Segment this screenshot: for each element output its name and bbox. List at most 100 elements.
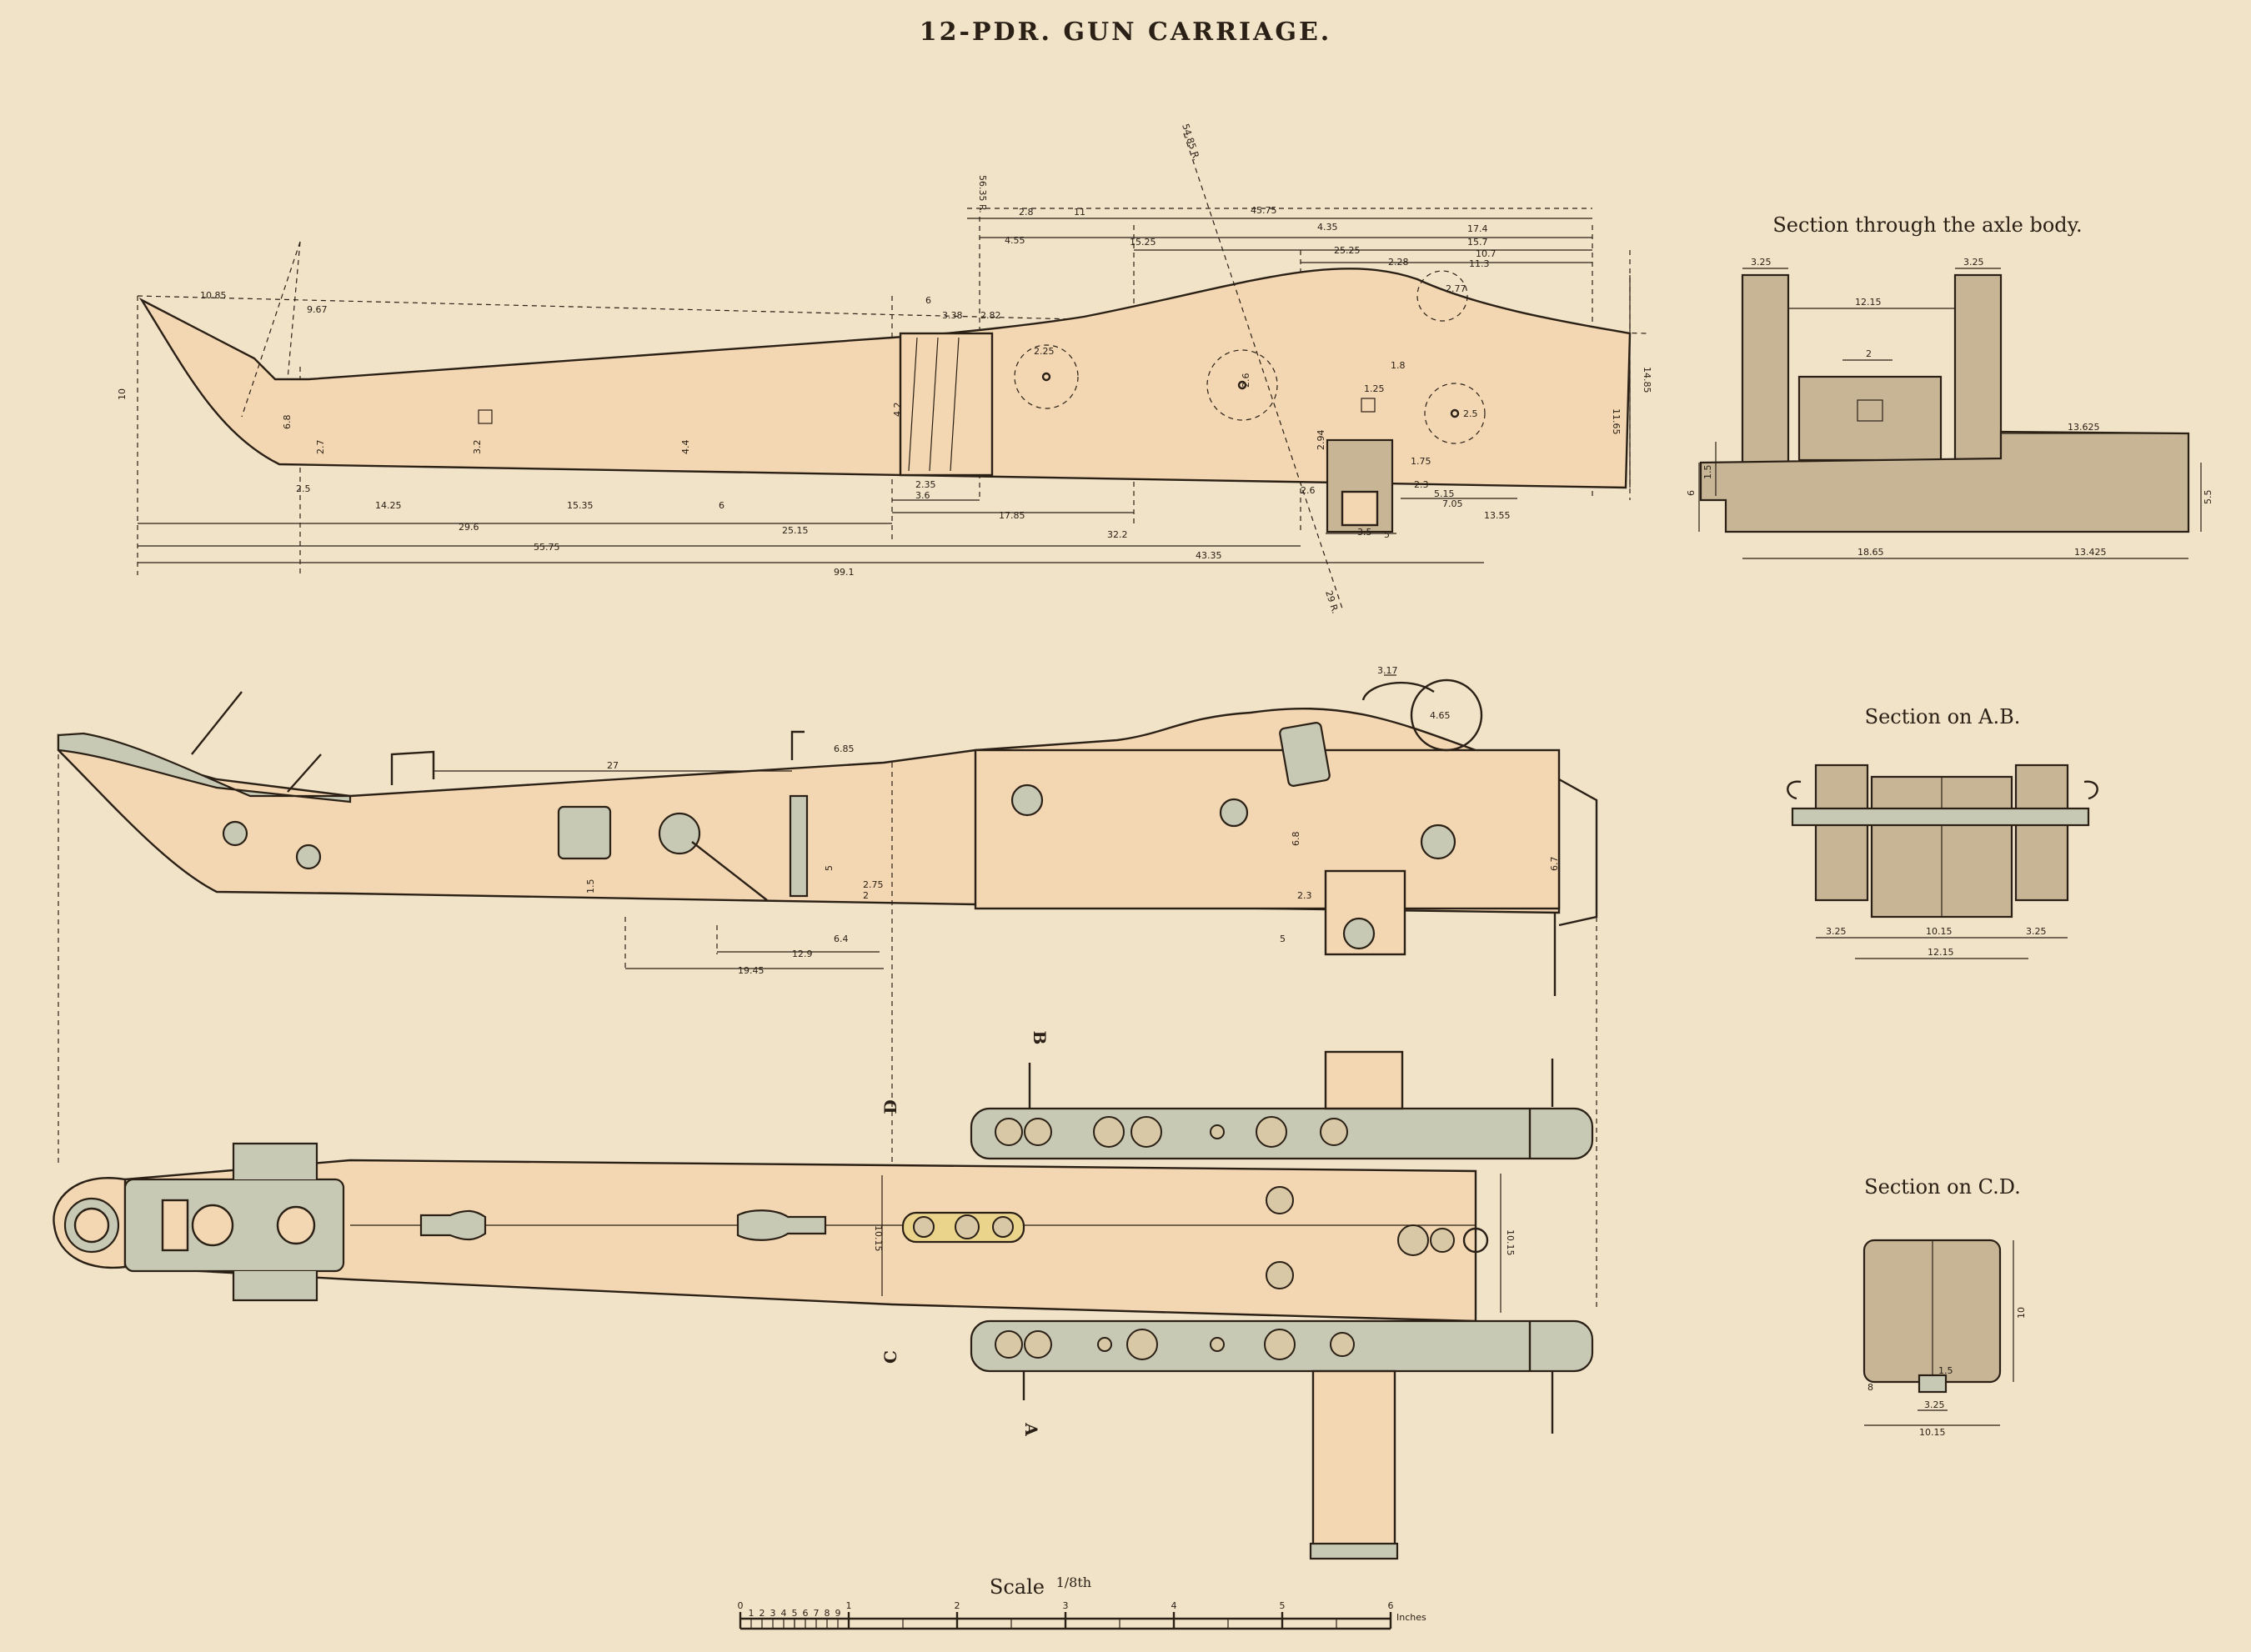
elevation-bolt-plate — [557, 805, 612, 860]
section-ab-right-hook — [2083, 780, 2098, 800]
side-view-cheek-block — [899, 332, 994, 477]
scale-minor-tick-label: 8 — [825, 1608, 830, 1619]
plan-view: 10.15 10.15 B A D C — [53, 1031, 1594, 1560]
dimension-label: 10 — [2016, 1307, 2027, 1319]
plan-handle — [232, 1271, 318, 1302]
dimension-label: 6.4 — [834, 934, 849, 944]
drawing-title: 12-PDR. GUN CARRIAGE. — [920, 18, 1332, 47]
plan-bolt-hole — [1266, 1186, 1294, 1214]
cheek-hole — [1264, 1329, 1296, 1360]
side-view-radius-line — [1183, 133, 1343, 609]
dimension-label: 15.35 — [567, 500, 594, 511]
side-view-square-bolt — [1361, 398, 1376, 413]
side-view-bolt-center — [1450, 408, 1460, 418]
dimension-label: 3.25 — [2026, 926, 2047, 937]
axle-body-left-cheek — [1741, 273, 1790, 464]
dimension-label: 12.9 — [792, 949, 813, 959]
cheek-hole — [1024, 1330, 1052, 1359]
side-view-square-bolt — [478, 409, 493, 424]
side-view-axle-slot — [1341, 490, 1379, 527]
dimension-label: 6.8 — [282, 415, 293, 430]
dimension-label: 10.15 — [873, 1225, 884, 1252]
dimension-label: 6 — [925, 295, 931, 306]
scale-minor-tick-label: 1 — [749, 1608, 755, 1619]
section-cd-caption: Section on C.D. — [1864, 1175, 2021, 1199]
section-cd: Section on C.D. 10 8 1.5 3.25 10.15 — [1862, 1175, 2027, 1438]
dimension-label: 3.2 — [472, 440, 483, 455]
plan-axle-lower — [1311, 1369, 1396, 1548]
scale-label: Scale 1/8th — [990, 1574, 1091, 1599]
elevation-trunnion-ring — [1410, 678, 1483, 752]
cheek-hole — [1126, 1329, 1158, 1360]
dimension-label: 3.6 — [915, 490, 930, 501]
plan-dimension-lines — [881, 1174, 1502, 1313]
dimension-label: 1.5 — [1702, 465, 1713, 480]
elevation-dimension-lines — [58, 754, 1597, 1309]
dimension-label: 6.7 — [1549, 857, 1560, 872]
dimension-label: 27 — [607, 760, 619, 771]
plan-bolt-hole — [1397, 1224, 1429, 1256]
elevation-cap-square — [1279, 722, 1331, 787]
scale-minor-tick-label: 3 — [770, 1608, 776, 1619]
dimension-label: 5 — [1384, 529, 1390, 540]
scale-major-tick-label: 6 — [1388, 1600, 1394, 1611]
scale-major-tick-label: 0 — [738, 1600, 744, 1611]
dimension-label: 2.94 — [1316, 430, 1326, 451]
plan-dimension-labels: 10.15 10.15 — [873, 1225, 1516, 1256]
plan-axle-upper — [1324, 1050, 1404, 1110]
dimension-label: 7.05 — [1442, 498, 1463, 509]
scale-major-tick-label: 5 — [1280, 1600, 1286, 1611]
side-view-dimension-labels: 2.8 11 45.75 4.35 17.4 15.7 25.25 15.25 … — [117, 123, 1652, 615]
dimension-label: 55.75 — [534, 542, 560, 553]
dimension-label: 17.4 — [1467, 223, 1488, 234]
dimension-label: 6 — [1686, 490, 1697, 496]
dimension-label: 8 — [1867, 1382, 1873, 1393]
section-cd-bolt — [1918, 1374, 1948, 1394]
dimension-label: 10.7 — [1476, 248, 1496, 259]
section-ab-left-hook — [1787, 780, 1802, 800]
dimension-label: 2.5 — [1463, 408, 1478, 419]
elevation-handle-ring — [295, 844, 322, 870]
plan-upper-cheek-holes — [995, 1116, 1348, 1148]
dimension-label: 4.55 — [1005, 235, 1025, 246]
elevation-eye-bolt — [658, 812, 701, 855]
side-view-cheek-hatching — [908, 337, 960, 472]
dimension-label: 3.25 — [1924, 1399, 1945, 1410]
elevation-staple — [390, 750, 435, 785]
cheek-hole — [1093, 1116, 1125, 1148]
dimension-label: 4.2 — [892, 403, 903, 418]
plan-trail-plate-hole — [276, 1205, 316, 1245]
elevation-dim-arrows — [434, 674, 1396, 969]
dimension-label: 25.25 — [1334, 245, 1361, 256]
section-ab-dimension-labels: 3.25 10.15 3.25 12.15 — [1826, 926, 2047, 958]
dimension-label: 3.17 — [1377, 665, 1398, 676]
dimension-label: 13.55 — [1484, 510, 1511, 521]
section-ab-right-cheek — [2014, 763, 2069, 902]
elevation-bolt-head — [1219, 798, 1249, 828]
plan-fitting — [419, 1209, 487, 1241]
dimension-label: 14.85 — [1642, 367, 1652, 393]
elevation-elevating-screw — [789, 794, 809, 898]
cheek-hole — [1210, 1337, 1225, 1352]
axle-body-caption: Section through the axle body. — [1772, 213, 2082, 237]
elevation-chain-link — [691, 841, 768, 901]
scale-major-tick-label: 2 — [955, 1600, 960, 1611]
side-view-bolt-center — [1041, 372, 1051, 382]
side-view-trail-angle-line — [287, 241, 301, 380]
scale-minor-tick-label: 6 — [803, 1608, 809, 1619]
cheek-hole — [1330, 1332, 1355, 1357]
elevation-cheek — [974, 748, 1561, 910]
dimension-label: 15.25 — [1130, 237, 1156, 248]
axle-body-center-block — [1797, 375, 1943, 462]
plan-lower-cheek-holes — [995, 1329, 1355, 1360]
radius-label: 56.35 R. — [977, 175, 988, 213]
scale-label-text: Scale — [990, 1575, 1045, 1599]
dimension-label: 6 — [719, 500, 724, 511]
section-ab-caption: Section on A.B. — [1865, 705, 2021, 728]
scale-fraction: 1/8th — [1056, 1574, 1091, 1590]
scale-minor-tick-label: 7 — [814, 1608, 820, 1619]
dimension-label: 11.65 — [1611, 408, 1622, 435]
elevation-front-bracket — [1558, 778, 1598, 927]
dimension-label: 1.25 — [1364, 383, 1385, 394]
